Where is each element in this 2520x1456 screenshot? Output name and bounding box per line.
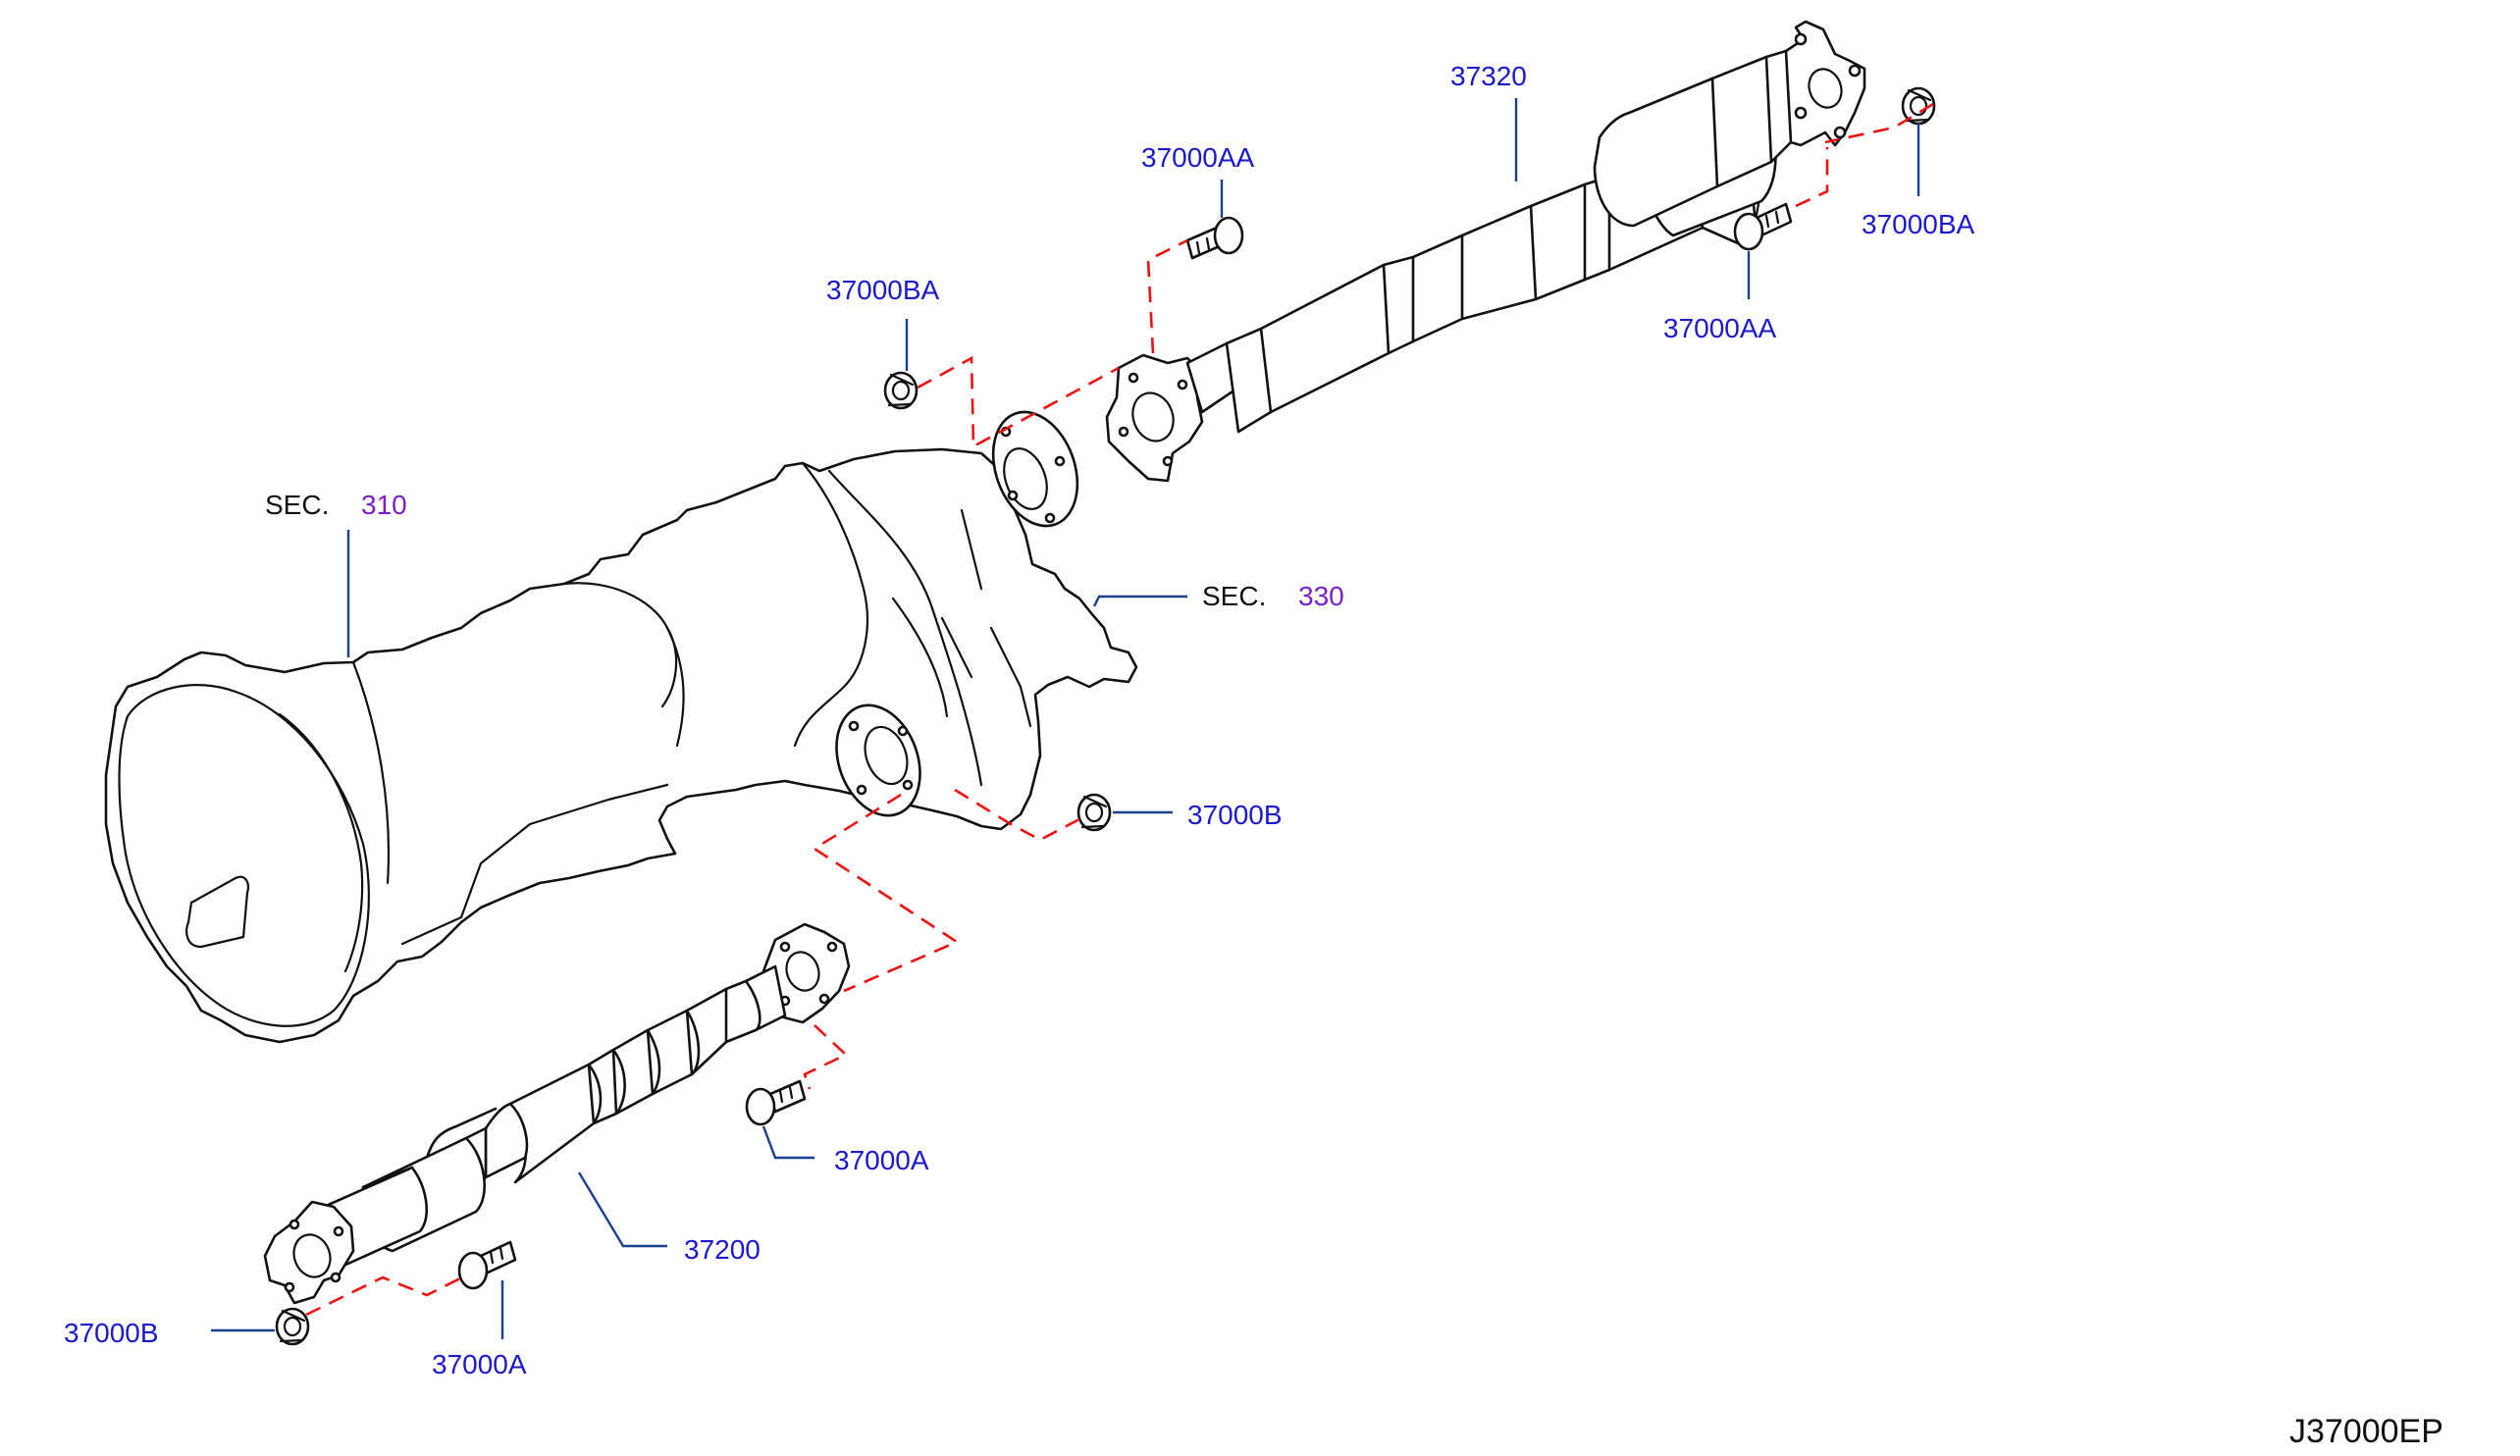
drawing-code: J37000EP — [2289, 1413, 2443, 1450]
transfer-front-output-flange — [835, 703, 921, 817]
part-label-37000a-mid: 37000A — [834, 1145, 929, 1175]
leader-lines — [211, 98, 1920, 1339]
section-reference-310: SEC. 310 — [265, 490, 407, 520]
flange-bolt-37000a-lower — [457, 1240, 517, 1290]
section-reference-330: SEC. 330 — [1202, 581, 1344, 611]
part-label-37000aa-right: 37000AA — [1663, 313, 1777, 343]
section-number: 310 — [361, 490, 407, 520]
part-label-37000b-lower: 37000B — [64, 1318, 159, 1348]
rear-propeller-shaft — [1105, 20, 1866, 483]
part-label-37000a-lower: 37000A — [432, 1349, 527, 1379]
flange-nut-37000b-upper — [1076, 793, 1112, 832]
flange-bolt-37000aa-upper — [1185, 216, 1244, 260]
transmission-assembly — [104, 410, 1138, 1044]
part-label-37320: 37320 — [1450, 61, 1527, 91]
flange-nut-37000ba-left — [883, 371, 919, 410]
flange-bolt-37000aa-right — [1733, 202, 1793, 251]
transfer-rear-output-flange — [991, 410, 1079, 528]
assembly-lines — [305, 102, 1934, 1317]
flange-bolt-37000a-mid — [745, 1079, 807, 1126]
part-label-37000ba-left: 37000BA — [826, 275, 940, 305]
front-propeller-shaft — [263, 922, 851, 1305]
section-prefix: SEC. — [1202, 581, 1266, 611]
flange-nut-37000b-lower — [275, 1307, 310, 1346]
part-label-37000b-upper: 37000B — [1187, 800, 1283, 830]
part-label-37000aa-upper: 37000AA — [1141, 142, 1255, 173]
section-prefix: SEC. — [265, 490, 329, 520]
section-number: 330 — [1298, 581, 1344, 611]
part-label-37200: 37200 — [684, 1234, 761, 1265]
part-label-37000ba-right: 37000BA — [1862, 209, 1975, 239]
